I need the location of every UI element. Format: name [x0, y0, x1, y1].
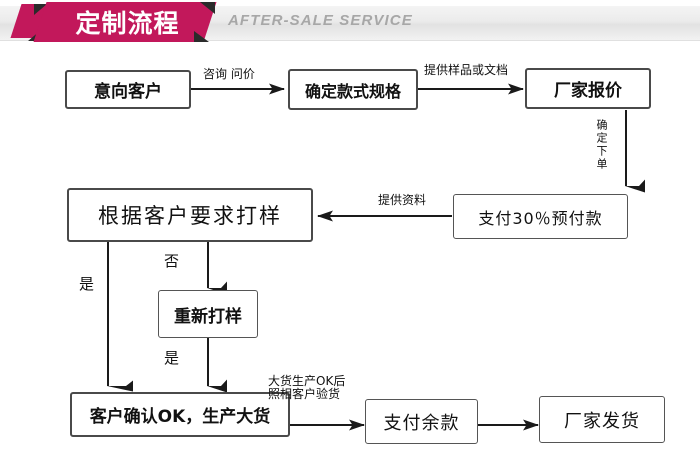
node-intent-customer[interactable]: 意向客户 — [65, 70, 191, 109]
edge-label-line-2: 照相客户验货 — [268, 387, 341, 401]
header-decor-notch-top — [34, 4, 47, 15]
page-title: 定制流程 — [75, 9, 180, 38]
node-label: 客户确认OK，生产大货 — [89, 407, 271, 427]
node-label: 重新打样 — [174, 306, 242, 327]
node-label: 根据客户要求打样 — [98, 204, 282, 228]
node-resample[interactable]: 重新打样 — [158, 290, 258, 338]
node-sample-per-customer-request[interactable]: 根据客户要求打样 — [67, 188, 313, 242]
edge-label-inquiry-price: 咨询 问价 — [203, 67, 255, 81]
node-label: 支付30％预付款 — [478, 208, 603, 228]
edge-label-no: 否 — [164, 252, 180, 270]
edge-label-yes-resample: 是 — [164, 349, 180, 367]
header-banner-notch-bottom — [194, 31, 209, 42]
page-subtitle: AFTER-SALE SERVICE — [228, 12, 413, 29]
node-label: 厂家报价 — [554, 81, 622, 101]
header-banner-notch-top — [200, 2, 215, 14]
node-label: 确定款式规格 — [304, 81, 401, 101]
node-label: 意向客户 — [94, 82, 162, 102]
node-pay-balance[interactable]: 支付余款 — [365, 399, 478, 444]
edge-label-provide-materials: 提供资料 — [378, 193, 427, 207]
node-customer-confirm-bulk-production[interactable]: 客户确认OK，生产大货 — [70, 392, 290, 437]
edge-label-provide-sample-or-doc: 提供样品或文档 — [424, 63, 509, 77]
node-factory-quote[interactable]: 厂家报价 — [525, 68, 651, 109]
edge-label-line-1: 大货生产OK后 — [268, 374, 346, 388]
node-label: 支付余款 — [383, 412, 460, 434]
edge-label-confirm-order: 确定下单 — [595, 119, 608, 171]
edge-label-bulk-ok-inspection: 大货生产OK后 照相客户验货 — [268, 375, 345, 401]
node-label: 厂家发货 — [564, 410, 640, 432]
node-confirm-style-spec[interactable]: 确定款式规格 — [288, 69, 418, 110]
node-pay-deposit-30[interactable]: 支付30％预付款 — [453, 194, 628, 239]
edge-label-yes-left: 是 — [79, 275, 95, 293]
node-factory-ship[interactable]: 厂家发货 — [539, 396, 665, 443]
page-header: 定制流程 AFTER-SALE SERVICE — [0, 0, 700, 47]
